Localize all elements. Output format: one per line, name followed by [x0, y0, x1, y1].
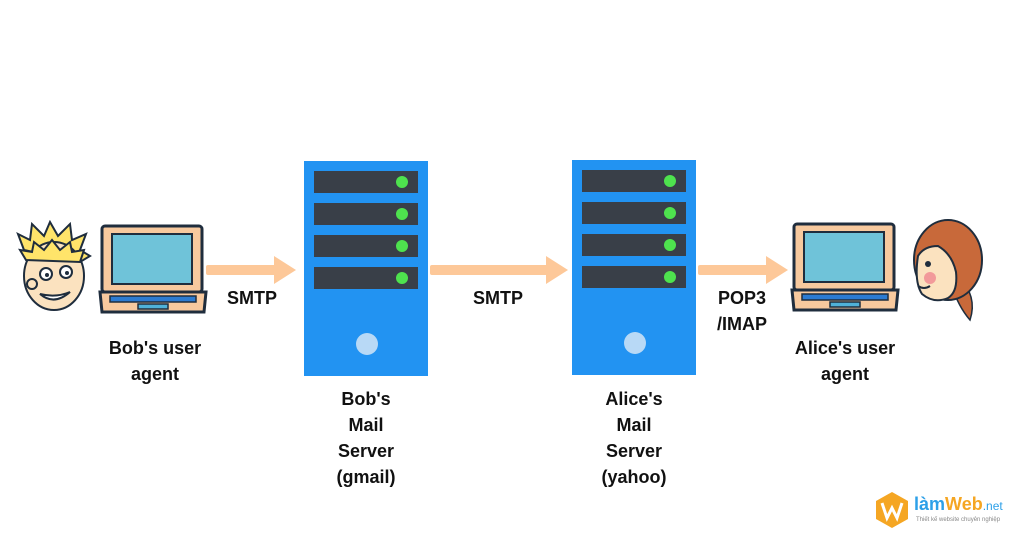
logo-mark-icon	[876, 492, 908, 528]
led-icon	[664, 239, 676, 251]
arrow-server-to-server	[430, 256, 568, 284]
server-slot	[582, 266, 686, 288]
lamweb-logo: làmWeb.net Thiết kế website chuyên nghiệ…	[872, 490, 1022, 530]
led-icon	[396, 208, 408, 220]
led-icon	[664, 175, 676, 187]
bob-user-agent-label: Bob's user agent	[108, 338, 202, 384]
led-icon	[396, 240, 408, 252]
bob-laptop-icon	[98, 224, 208, 314]
protocol-label-pop3-imap: POP3 /IMAP	[716, 288, 767, 334]
logo-brand-a: làm	[914, 494, 946, 514]
disk-icon	[356, 333, 378, 355]
disk-icon	[624, 332, 646, 354]
protocol-label-smtp-2: SMTP	[472, 288, 523, 308]
led-icon	[396, 272, 408, 284]
led-icon	[396, 176, 408, 188]
server-slot	[314, 171, 418, 193]
server-slot	[582, 170, 686, 192]
alice-face-icon	[913, 219, 983, 322]
server-slot	[314, 235, 418, 257]
logo-brand: làmWeb.net	[914, 494, 1003, 515]
led-icon	[664, 207, 676, 219]
logo-brand-b: Web	[945, 494, 983, 514]
logo-tagline: Thiết kế website chuyên nghiệp	[916, 517, 1001, 523]
bob-face-icon	[16, 220, 92, 311]
alice-user-agent-label: Alice's user agent	[794, 338, 896, 384]
led-icon	[664, 271, 676, 283]
alice-laptop-icon	[790, 222, 900, 312]
server-slot	[582, 234, 686, 256]
server-slot	[314, 267, 418, 289]
alice-mail-server-icon	[572, 160, 696, 375]
arrow-server-to-alice	[698, 256, 788, 284]
bob-mail-server-icon	[304, 161, 428, 376]
bob-mail-server-label: Bob's Mail Server (gmail)	[336, 389, 396, 487]
alice-mail-server-label: Alice's Mail Server (yahoo)	[601, 389, 667, 487]
arrow-bob-to-server	[206, 256, 296, 284]
server-slot	[314, 203, 418, 225]
logo-suffix: .net	[982, 499, 1003, 513]
protocol-label-smtp-1: SMTP	[226, 288, 277, 308]
server-slot	[582, 202, 686, 224]
